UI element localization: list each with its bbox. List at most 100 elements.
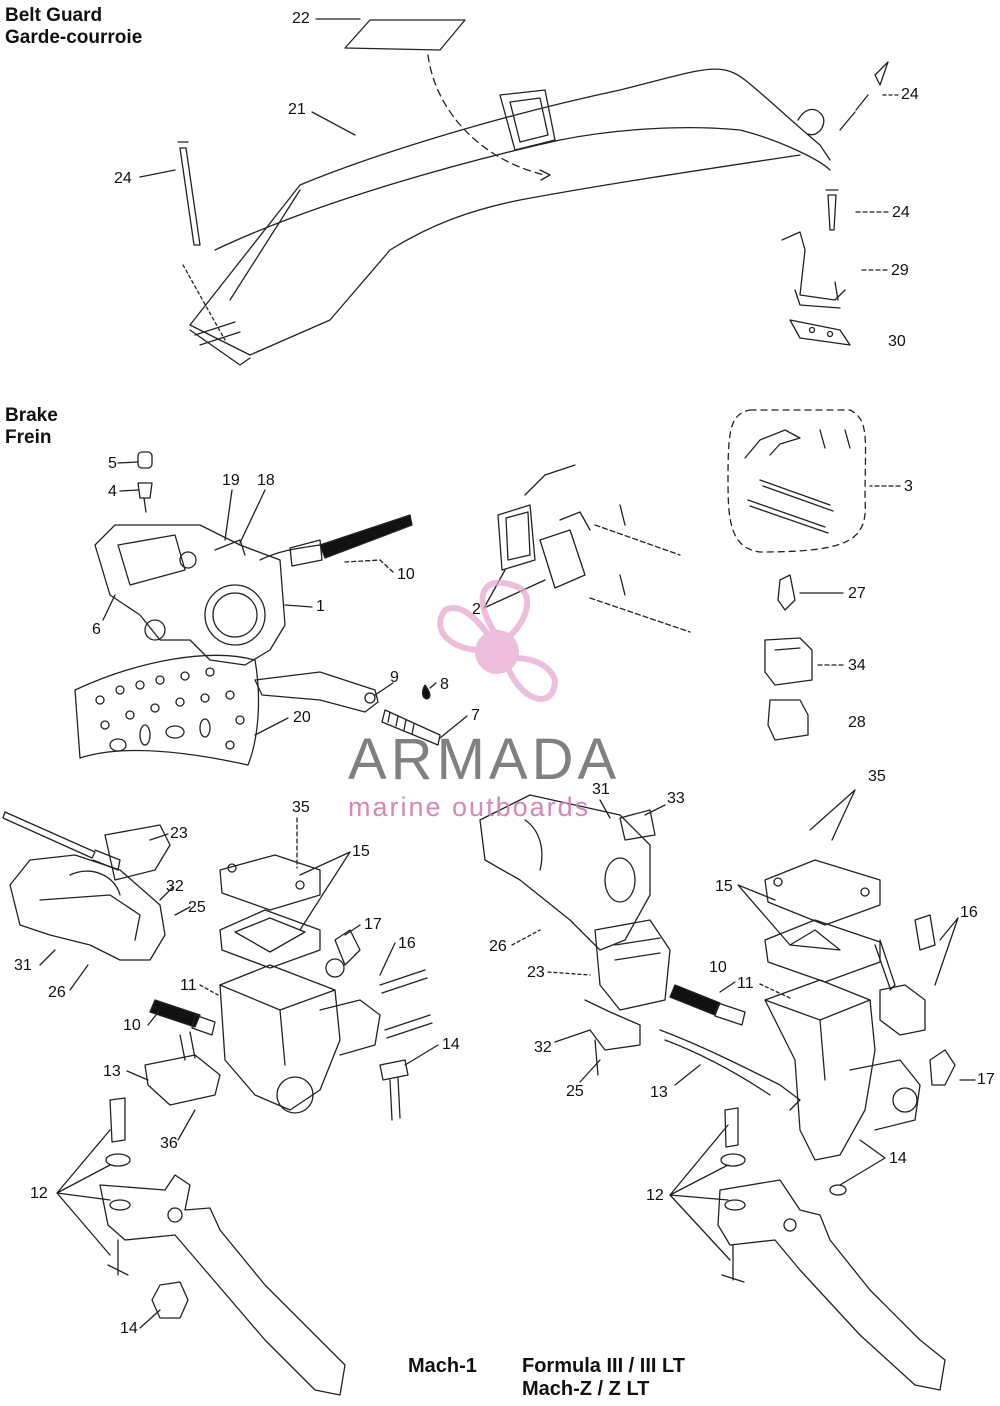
brake-title-fr: Frein <box>5 427 52 448</box>
brake-leader-lines <box>102 461 901 739</box>
callout-label: 10 <box>123 1017 141 1034</box>
callout-label: 10 <box>709 959 727 976</box>
callout-label: 14 <box>120 1320 138 1337</box>
bleeder-screw-part <box>137 482 153 513</box>
callout-label: 19 <box>222 472 240 489</box>
callout-label: 26 <box>48 984 66 1001</box>
callout-label: 12 <box>30 1185 48 1202</box>
mach1-pivot-bolt-part <box>379 1059 409 1121</box>
belt-guard-title: Belt Guard Garde-courroie <box>5 5 142 49</box>
label-arrowhead <box>539 169 551 181</box>
callout-label: 1 <box>316 598 325 615</box>
callout-label: 33 <box>667 790 685 807</box>
mach1-throttle-housing-part <box>104 824 171 881</box>
formula-lever-pivot-part <box>720 1107 746 1283</box>
brake-spring-part <box>777 574 796 611</box>
brake-hardware-kit-part <box>727 409 867 553</box>
callout-label: 25 <box>566 1083 584 1100</box>
watermark-propeller-icon <box>437 579 559 702</box>
formula-pivot-part <box>829 984 956 1196</box>
callout-label: 21 <box>288 101 306 118</box>
callout-label: 22 <box>292 10 310 27</box>
brake-title-en: Brake <box>5 405 58 426</box>
formula-brake-lever-part <box>717 1179 946 1391</box>
callout-label: 15 <box>352 843 370 860</box>
formula-bracket-part <box>584 999 641 1076</box>
mach1-master-cylinder-part <box>219 964 381 1114</box>
brake-clip-part <box>767 699 809 741</box>
formula-diaphragm-part <box>764 919 881 983</box>
callout-label: 3 <box>904 478 913 495</box>
bleeder-cap-part <box>137 451 153 469</box>
brake-oil-drop-part <box>421 684 431 700</box>
callout-label: 2 <box>472 601 481 618</box>
belt-guard-pad-part <box>499 89 556 151</box>
callout-label: 25 <box>188 899 206 916</box>
brake-pads-part <box>497 464 591 589</box>
callout-label: 32 <box>534 1039 552 1056</box>
callout-label: 6 <box>92 621 101 638</box>
formula-clamp-part <box>479 794 651 951</box>
callout-label: 30 <box>888 333 906 350</box>
mach1-clamp-part <box>9 854 166 961</box>
belt-guard-part <box>189 68 831 366</box>
brake-title: Brake Frein <box>5 405 58 449</box>
callout-label: 12 <box>646 1187 664 1204</box>
callout-label: 14 <box>889 1150 907 1167</box>
formula-leader-lines <box>511 789 976 1261</box>
callout-label: 10 <box>397 566 415 583</box>
callout-label: 16 <box>398 935 416 952</box>
callout-label: 15 <box>715 878 733 895</box>
callout-label: 9 <box>390 669 399 686</box>
callout-label: 34 <box>848 657 866 674</box>
guard-pin-right-part <box>797 61 889 136</box>
callout-label: 13 <box>650 1084 668 1101</box>
callout-label: 28 <box>848 714 866 731</box>
callout-label: 32 <box>166 878 184 895</box>
callout-label: 35 <box>292 799 310 816</box>
warning-label-part <box>344 19 466 51</box>
callout-label: 11 <box>737 975 754 992</box>
brake-arm-part <box>254 671 379 713</box>
guard-screw-part <box>825 189 839 231</box>
mach1-leader-lines <box>39 817 439 1329</box>
mach1-switch-part <box>144 1031 221 1106</box>
callout-label: 8 <box>440 676 449 693</box>
mach1-bolts-part <box>379 969 433 1039</box>
callout-label: 31 <box>14 957 32 974</box>
mach1-handlebar-part <box>2 811 121 871</box>
formula-label-part <box>619 809 656 841</box>
belt-guard-title-en: Belt Guard <box>5 5 103 26</box>
brake-disc-part <box>74 654 260 766</box>
watermark-brand: ARMADA <box>348 727 621 792</box>
brake-hose-part <box>259 514 413 567</box>
callout-label: 20 <box>293 709 311 726</box>
callout-label: 17 <box>364 916 382 933</box>
mach1-piston-part <box>325 929 361 978</box>
callout-label: 23 <box>527 964 545 981</box>
brake-caliper-part <box>94 524 286 666</box>
guard-bracket-part <box>781 231 846 309</box>
model-label-formula: Formula III / III LT <box>522 1355 685 1377</box>
formula-reservoir-cover-part <box>764 859 881 926</box>
mach1-lever-pivot-part <box>105 1097 189 1319</box>
belt-guard-leader-lines <box>139 18 899 271</box>
callout-label: 7 <box>471 707 480 724</box>
callout-label: 31 <box>592 781 610 798</box>
callout-label: 11 <box>180 977 197 994</box>
callout-label: 18 <box>257 472 275 489</box>
callout-label: 24 <box>114 170 132 187</box>
callout-label: 24 <box>892 204 910 221</box>
callout-label: 27 <box>848 585 866 602</box>
callout-label: 35 <box>868 768 886 785</box>
callout-label: 36 <box>160 1135 178 1152</box>
callout-label: 4 <box>108 483 117 500</box>
callout-label: 5 <box>108 455 117 472</box>
callout-label: 17 <box>977 1071 995 1088</box>
formula-hose-part <box>659 984 801 1111</box>
formula-bolts-part <box>874 914 936 991</box>
mach1-brake-lever-part <box>99 1174 346 1396</box>
callout-label: 23 <box>170 825 188 842</box>
